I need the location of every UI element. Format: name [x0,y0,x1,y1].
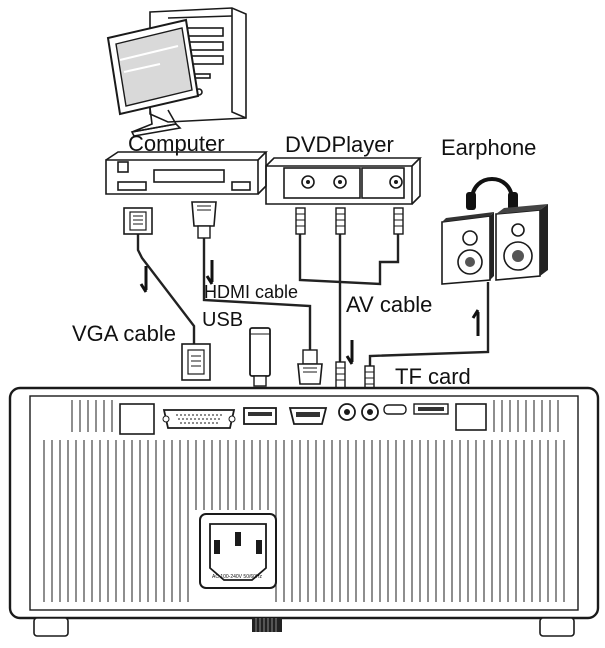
speaker-icon [441,204,548,285]
arrow-down-icon [345,340,354,365]
usb-label: USB [202,309,243,331]
earphone-cable-line [368,282,490,370]
vga-connector-bottom [181,343,211,381]
usb-port [243,407,277,425]
tf-card-slot [413,403,449,415]
power-socket: AC 100-240V 50/60Hz [199,513,277,589]
cables [136,230,490,370]
micro-usb-port [383,404,407,415]
hdmi-port [288,407,328,425]
av-cable-line-1 [298,230,400,286]
ir-window [119,403,155,435]
direction-arrows [139,260,480,365]
dvd-player-icon [265,157,422,205]
computer-box [105,151,268,195]
vent-slits-top [71,400,559,432]
arrow-down-icon [139,266,148,293]
vga-cable-label: VGA cable [72,321,176,346]
hdmi-connector-bottom [297,349,323,385]
projector-feet [33,617,575,637]
vga-port [162,409,236,429]
arrow-down-icon [205,260,214,285]
headphone-icon [466,177,518,210]
projector-body [8,386,600,620]
ir-window-right [455,403,487,431]
av-port [338,403,356,421]
av-cable-label: AV cable [346,292,432,317]
hdmi-cable-label: HDMI cable [204,282,298,302]
hdmi-connector-top [191,201,217,239]
arrow-up-icon [471,309,480,336]
vga-connector-top [123,207,153,235]
audio-port [361,403,379,421]
dvd-player-label: DVDPlayer [285,132,394,157]
av-plug-bottom [335,361,375,391]
vga-cable-line [136,232,196,346]
earphone-label: Earphone [441,135,536,160]
av-plugs-top [295,207,404,235]
power-socket-text: AC 100-240V 50/60Hz [212,574,263,580]
usb-stick-icon [249,327,271,387]
tf-card-label: TF card [395,364,471,389]
projector-ports [119,403,487,435]
pc-monitor [106,18,200,137]
hdmi-cable-line [202,238,312,352]
computer-icon [106,7,247,137]
